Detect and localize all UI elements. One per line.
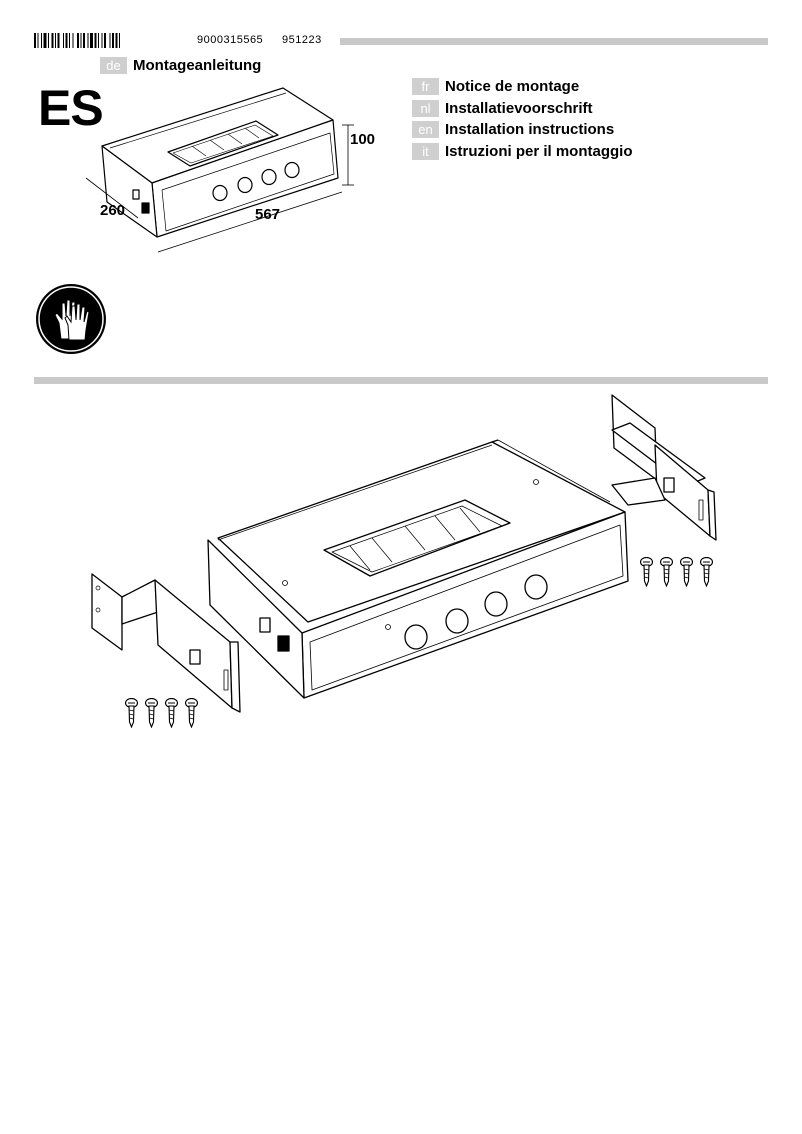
lang-badge-it: it (412, 142, 439, 160)
screw-icon (125, 698, 138, 728)
screw-icon (700, 557, 713, 587)
screw-icon (165, 698, 178, 728)
left-mounting-bracket (91, 573, 241, 713)
document-date: 951223 (282, 34, 322, 46)
screw-icon (660, 557, 673, 587)
screw-set-left (125, 698, 198, 728)
screw-set-right (640, 557, 713, 587)
screw-icon (640, 557, 653, 587)
appliance-side-face (207, 539, 305, 699)
lang-badge-fr: fr (412, 78, 439, 95)
exploded-assembly-drawing (91, 394, 717, 713)
header-rule (340, 38, 768, 45)
lang-title-nl: Installatievoorschrift (445, 99, 593, 117)
lang-title-it: Istruzioni per il montaggio (445, 142, 633, 160)
dimension-width: 567 (255, 206, 281, 223)
model-code: ES (38, 80, 104, 136)
dimension-height: 100 (350, 131, 376, 148)
lang-row-fr: fr Notice de montage (412, 77, 633, 96)
section-rule (34, 377, 768, 384)
gloves-icon (36, 284, 106, 354)
barcode (34, 33, 120, 48)
screw-icon (185, 698, 198, 728)
lang-badge-en: en (412, 121, 439, 138)
lang-title-de: Montageanleitung (133, 57, 262, 74)
dimension-depth: 260 (100, 202, 126, 219)
lang-row-en: en Installation instructions (412, 120, 633, 139)
screw-icon (680, 557, 693, 587)
screw-icon (145, 698, 158, 728)
lang-row-it: it Istruzioni per il montaggio (412, 142, 633, 161)
dimensioned-appliance-drawing (85, 87, 354, 253)
lang-title-en: Installation instructions (445, 121, 615, 138)
lang-badge-nl: nl (412, 99, 439, 117)
language-list: fr Notice de montage nl Installatievoors… (412, 77, 633, 161)
lang-badge-de: de (100, 57, 127, 74)
lang-row-de: de Montageanleitung (100, 56, 261, 75)
lang-title-fr: Notice de montage (445, 78, 580, 95)
right-mounting-bracket (611, 394, 717, 541)
document-number: 9000315565 (197, 34, 264, 46)
lang-row-nl: nl Installatievoorschrift (412, 99, 633, 118)
